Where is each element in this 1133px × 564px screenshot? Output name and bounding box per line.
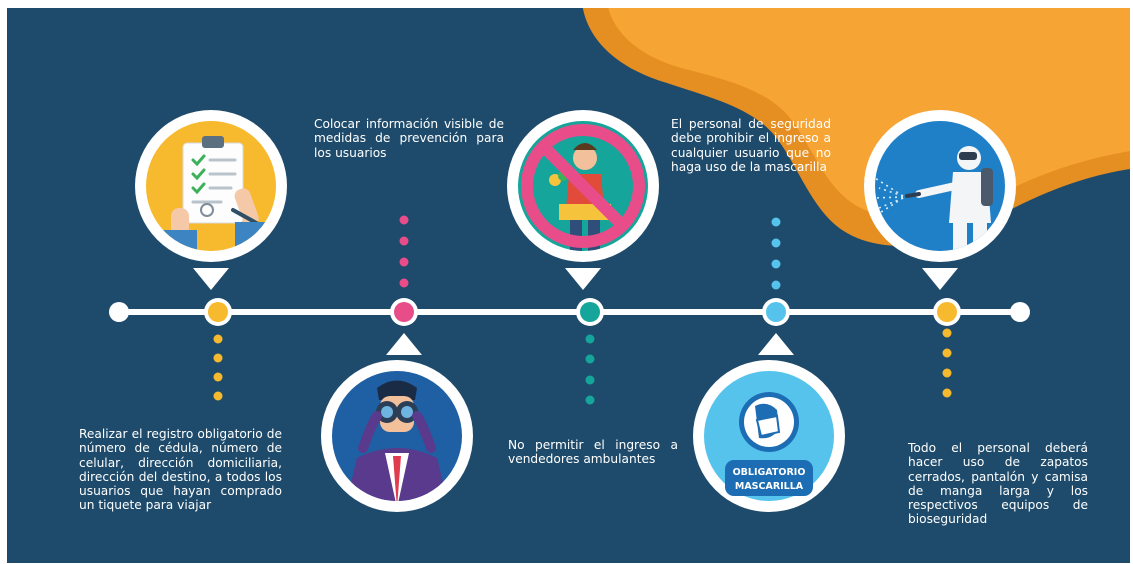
timeline-node-3 — [576, 298, 604, 326]
step-5-description: Todo el personal deberá hacer uso de zap… — [908, 441, 1088, 527]
timeline-diagram: OBLIGATORIO MASCARILLA — [109, 110, 1030, 512]
connector-dots-4 — [771, 217, 781, 290]
bubble-step-3 — [507, 110, 659, 290]
bubble-step-4: OBLIGATORIO MASCARILLA — [693, 333, 845, 512]
step-1-description: Realizar el registro obligatorio de núme… — [79, 427, 282, 513]
infographic-panel: OBLIGATORIO MASCARILLA — [7, 8, 1130, 563]
connector-dots-2 — [399, 215, 409, 288]
step-4-description: El personal de seguridad debe prohibir e… — [671, 117, 831, 174]
binoculars-man-icon — [345, 380, 449, 501]
bubble-step-2 — [321, 333, 473, 512]
mask-badge-line-1: OBLIGATORIO — [733, 467, 806, 478]
timeline-node-5 — [933, 298, 961, 326]
timeline-node-4 — [762, 298, 790, 326]
connector-dots-5 — [942, 328, 952, 398]
timeline-end-cap — [1010, 302, 1030, 322]
timeline-node-2 — [390, 298, 418, 326]
connector-dots-1 — [213, 334, 223, 401]
bubble-step-1 — [135, 110, 287, 290]
mask-badge-line-2: MASCARILLA — [735, 481, 804, 492]
connector-dots-3 — [585, 334, 595, 405]
timeline-node-1 — [204, 298, 232, 326]
bubble-step-5 — [864, 110, 1016, 290]
step-2-description: Colocar información visible de medidas d… — [314, 117, 504, 160]
mask-required-icon: OBLIGATORIO MASCARILLA — [725, 392, 813, 496]
disinfection-sprayer-icon — [875, 146, 993, 251]
step-3-description: No permitir el ingreso a vendedores ambu… — [508, 438, 678, 467]
timeline-start-cap — [109, 302, 129, 322]
